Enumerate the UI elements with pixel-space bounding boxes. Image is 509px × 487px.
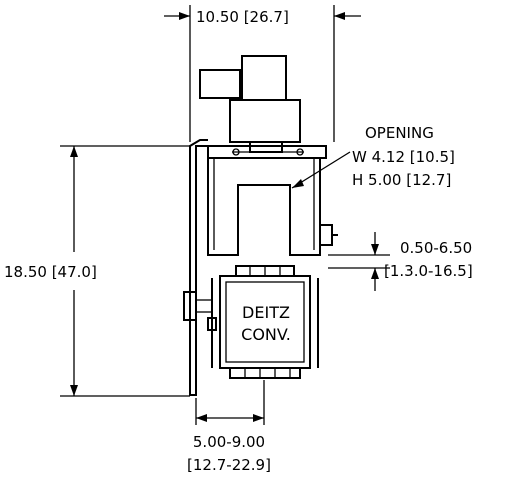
depth-range-metric-label: [12.7-22.9] (187, 456, 271, 474)
motor-assembly (199, 55, 301, 153)
conveyor-label-line2: CONV. (241, 325, 291, 344)
opening-width-label: W 4.12 [10.5] (352, 148, 455, 166)
conveyor-label-line1: DEITZ (242, 303, 290, 322)
overall-height-dimension: 18.50 [47.0] (4, 145, 190, 397)
top-width-dimension: 10.50 [26.7] (164, 5, 361, 142)
overall-height-label: 18.50 [47.0] (4, 263, 97, 281)
opening-title: OPENING (365, 124, 434, 142)
depth-range-label: 5.00-9.00 (193, 433, 265, 451)
gap-range-label: 0.50-6.50 (400, 239, 472, 257)
opening-height-label: H 5.00 [12.7] (352, 171, 451, 189)
depth-dimension: 5.00-9.00 [12.7-22.9] (187, 380, 271, 474)
gap-dimension: 0.50-6.50 [1.3.0-16.5] (328, 232, 473, 291)
gap-range-metric-label: [1.3.0-16.5] (384, 262, 473, 280)
top-width-label: 10.50 [26.7] (196, 8, 289, 26)
opening-housing (207, 158, 338, 256)
conveyor-assembly: DEITZ CONV. (183, 265, 319, 379)
upper-frame (207, 145, 327, 159)
opening-callout: OPENING W 4.12 [10.5] H 5.00 [12.7] (291, 124, 455, 189)
mounting-bracket (189, 139, 208, 396)
